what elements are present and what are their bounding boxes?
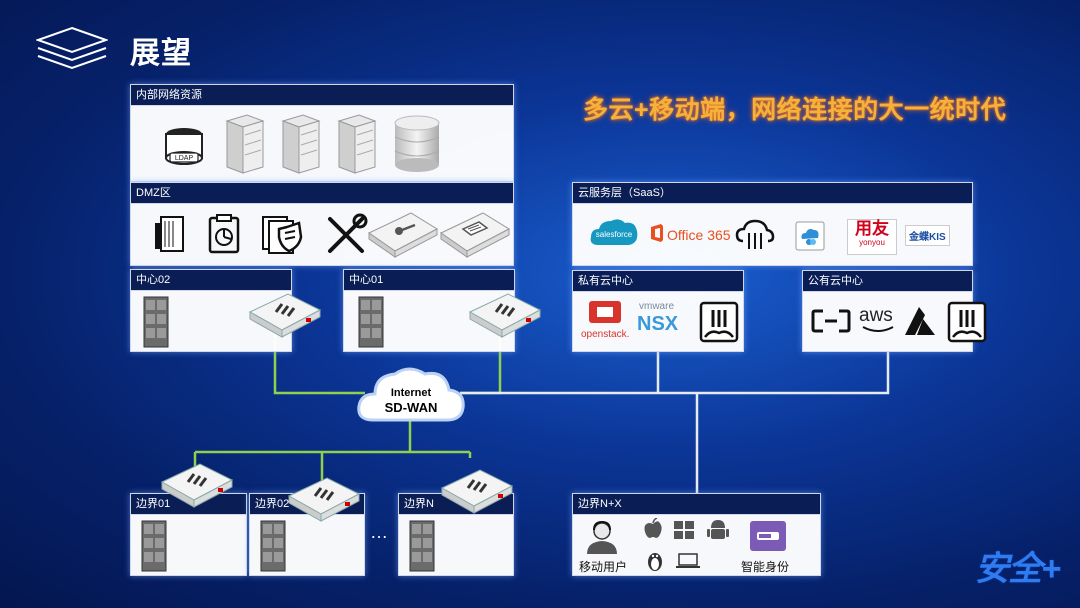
- vmware-label: vmware: [639, 301, 675, 312]
- dmz-panel: DMZ区: [130, 182, 514, 266]
- panel-header: 内部网络资源: [131, 85, 513, 106]
- server-tower-icon: [225, 114, 265, 174]
- server-rack-icon: [155, 216, 184, 252]
- ellipsis: …: [370, 522, 390, 542]
- document-shield-icon: [262, 216, 303, 254]
- edge01-panel: 边界01: [130, 493, 247, 576]
- smart-id-card-icon: [750, 521, 786, 551]
- internet-sdwan-cloud-icon: Internet SD-WAN: [357, 367, 465, 422]
- firewall-appliance-icon: [160, 463, 234, 508]
- office-logo-icon: [651, 224, 663, 242]
- ldap-database-icon: LDAP: [165, 128, 203, 165]
- mobile-user-label: 移动用户: [579, 560, 628, 574]
- apple-icon: [644, 518, 662, 538]
- panel-header: 中心02: [131, 270, 291, 291]
- public-cloud-panel: 公有云中心 aws: [802, 270, 987, 352]
- panel-header: 边界N+X: [573, 494, 820, 515]
- tools-icon: [328, 213, 368, 253]
- firewall-appliance-icon: [468, 293, 542, 338]
- server-cabinet-icon: [409, 520, 435, 572]
- firewall-appliance-icon: [248, 293, 322, 338]
- cloud-service-logo: [795, 221, 825, 251]
- kingdee-logo: 金蝶KIS: [905, 225, 950, 246]
- database-icon: [394, 115, 440, 172]
- document-appliance-icon: [440, 212, 511, 258]
- clipboard-chart-icon: [208, 214, 240, 254]
- linux-tux-icon: [648, 553, 662, 571]
- laptop-icon: [676, 553, 700, 568]
- android-icon: [707, 520, 729, 539]
- private-cloud-panel: 私有云中心 openstack. vmware NSX: [572, 270, 744, 352]
- openstack-logo-icon: [589, 301, 621, 323]
- key-appliance-icon: [368, 212, 439, 258]
- aws-label: aws: [859, 305, 893, 326]
- server-tower-icon: [281, 114, 321, 174]
- sdwan-label: SD-WAN: [385, 400, 438, 415]
- internet-label: Internet: [391, 387, 432, 399]
- panel-header: 中心01: [344, 270, 514, 291]
- brand-watermark: 安全+: [975, 550, 1061, 588]
- yonyou-cn-label: 用友: [855, 219, 889, 238]
- yonyou-en-label: yonyou: [859, 238, 885, 247]
- saas-panel: 云服务层（SaaS） salesforce Office 365 用友 yony…: [572, 182, 973, 266]
- aws-smile-icon: [862, 326, 894, 332]
- page-title: 展望: [130, 37, 192, 70]
- server-cabinet-icon: [141, 520, 167, 572]
- salesforce-label: salesforce: [596, 230, 633, 239]
- openstack-label: openstack.: [581, 329, 630, 340]
- gateway-appliance-icon: [699, 301, 739, 343]
- server-cabinet-icon: [358, 296, 384, 348]
- firewall-appliance-icon: [440, 469, 514, 514]
- panel-header: 边界01: [131, 494, 246, 515]
- azure-logo-icon: [905, 307, 935, 335]
- panel-header: DMZ区: [131, 183, 513, 204]
- cloud-upload-icon: [735, 219, 775, 249]
- salesforce-logo: salesforce: [590, 219, 638, 245]
- alibaba-cloud-logo-icon: [811, 309, 851, 333]
- panel-header: 云服务层（SaaS）: [573, 183, 972, 204]
- yonyou-logo: 用友 yonyou: [847, 219, 897, 255]
- ldap-label: LDAP: [175, 155, 194, 162]
- panel-header: 私有云中心: [573, 271, 743, 292]
- office365-label: Office 365: [667, 227, 731, 243]
- user-headset-icon: [587, 520, 617, 554]
- layers-logo-icon: [34, 26, 110, 77]
- server-cabinet-icon: [143, 296, 169, 348]
- firewall-appliance-icon: [287, 477, 361, 522]
- internal-resources-panel: 内部网络资源 LDAP: [130, 84, 514, 182]
- edge-nx-panel: 边界N+X 移动用户 智能身份: [572, 493, 821, 576]
- gateway-appliance-icon: [947, 301, 987, 343]
- windows-icon: [674, 521, 694, 539]
- headline: 多云+移动端，网络连接的大一统时代: [583, 96, 1007, 124]
- edgeN-panel: 边界N: [398, 493, 514, 576]
- smart-id-label: 智能身份: [741, 560, 790, 574]
- nsx-label: NSX: [637, 313, 679, 335]
- server-tower-icon: [337, 114, 377, 174]
- server-cabinet-icon: [260, 520, 286, 572]
- panel-header: 公有云中心: [803, 271, 972, 292]
